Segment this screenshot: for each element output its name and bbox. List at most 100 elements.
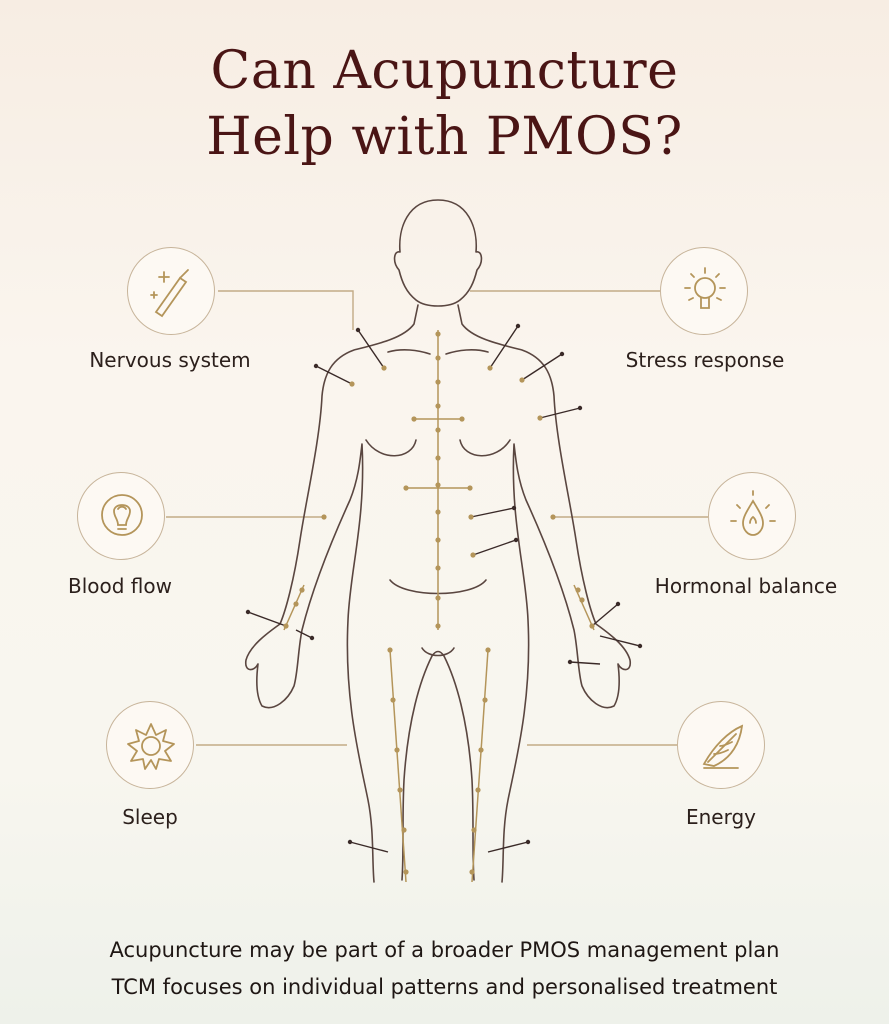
acupuncture-needle	[591, 603, 619, 627]
needle-handle	[245, 609, 251, 615]
needle-handle	[577, 405, 583, 411]
acupoint	[387, 647, 393, 653]
clavicles	[387, 349, 489, 355]
wing-leaf-icon	[702, 724, 744, 769]
acupoint	[435, 379, 441, 385]
acupoint	[435, 355, 441, 361]
acupoint	[470, 552, 476, 558]
acupuncture-needle	[569, 661, 601, 665]
acupoint	[299, 587, 305, 593]
radiant-bulb-icon	[684, 267, 726, 309]
needle-handle	[513, 537, 519, 543]
acupoint	[519, 377, 525, 383]
acupoint	[401, 827, 407, 833]
needle-handle	[355, 327, 361, 333]
sun-flower-icon	[127, 723, 175, 770]
acupoint	[469, 869, 475, 875]
acupoint	[459, 416, 465, 422]
needle-handle	[309, 635, 315, 641]
acupuncture-needle	[295, 629, 313, 639]
acupoint	[435, 331, 441, 337]
nervous-system-label: Nervous system	[89, 348, 251, 372]
stress-response-badge	[660, 247, 748, 335]
acupuncture-needle	[315, 365, 353, 385]
title-line-1: Can Acupuncture	[210, 41, 679, 101]
acupoint	[435, 427, 441, 433]
acupoint	[435, 537, 441, 543]
acupoint	[478, 747, 484, 753]
acupuncture-needle	[599, 635, 641, 647]
footer-line-2: TCM focuses on individual patterns and p…	[111, 975, 778, 999]
acupoint	[435, 623, 441, 629]
footer-line-1: Acupuncture may be part of a broader PMO…	[109, 938, 780, 962]
connector-nervous-system	[218, 290, 354, 330]
needle-handle	[525, 839, 531, 845]
needle-handle	[313, 363, 319, 369]
sleep-badge	[106, 701, 194, 789]
acupoint	[482, 697, 488, 703]
needle-handle	[515, 323, 521, 329]
glowing-drop-icon	[730, 490, 776, 536]
acupoint	[575, 587, 581, 593]
acupuncture-needle	[470, 507, 515, 518]
acupoint	[394, 747, 400, 753]
needle-sparkle-icon	[150, 269, 189, 318]
needle-handle	[567, 659, 573, 665]
acupoint	[435, 403, 441, 409]
acupoint	[589, 623, 595, 629]
acupoint	[435, 595, 441, 601]
acupoint	[403, 869, 409, 875]
acupuncture-needle	[487, 841, 529, 853]
acupoints	[283, 331, 595, 875]
body-contour	[244, 304, 632, 883]
hormonal-balance-label: Hormonal balance	[654, 574, 838, 598]
acupoint	[435, 565, 441, 571]
needle-handle	[559, 351, 565, 357]
breast-left	[365, 439, 417, 457]
acupoint	[381, 365, 387, 371]
acupoint	[537, 415, 543, 421]
stress-response-label: Stress response	[625, 348, 785, 372]
energy-label: Energy	[685, 805, 757, 829]
acupoint	[403, 485, 409, 491]
acupuncture-needle	[489, 325, 519, 369]
title-line-2: Help with PMOS?	[206, 107, 683, 167]
acupoint	[435, 509, 441, 515]
head	[393, 199, 483, 307]
acupoint	[397, 787, 403, 793]
nervous-system-badge	[127, 247, 215, 335]
hormonal-balance-badge	[708, 472, 796, 560]
acupuncture-needle	[247, 611, 287, 627]
acupoint	[471, 827, 477, 833]
acupoint	[321, 514, 327, 520]
acupoint	[349, 381, 355, 387]
acupuncture-needle	[349, 841, 389, 853]
page-title: Can Acupuncture Help with PMOS?	[0, 38, 889, 170]
acupoint	[550, 514, 556, 520]
acupuncture-needle	[539, 407, 581, 419]
acupuncture-needle	[521, 353, 563, 381]
acupoint	[467, 485, 473, 491]
flow-bulb-icon	[101, 494, 143, 536]
crotch	[421, 647, 455, 657]
connector-lines	[166, 290, 708, 746]
sleep-label: Sleep	[122, 805, 178, 829]
acupuncture-needles	[245, 323, 643, 853]
energy-badge	[677, 701, 765, 789]
acupoint	[283, 623, 289, 629]
acupuncture-needle	[472, 539, 517, 556]
acupoint	[485, 647, 491, 653]
needle-handle	[347, 839, 353, 845]
breast-right	[459, 439, 511, 457]
acupoint	[487, 365, 493, 371]
blood-flow-badge	[77, 472, 165, 560]
acupoint	[435, 455, 441, 461]
needle-handle	[637, 643, 643, 649]
acupoint	[411, 416, 417, 422]
needle-handle	[615, 601, 621, 607]
inner-legs	[401, 650, 475, 881]
needle-handle	[511, 505, 517, 511]
acupuncture-needle	[357, 329, 385, 369]
acupoint	[468, 514, 474, 520]
